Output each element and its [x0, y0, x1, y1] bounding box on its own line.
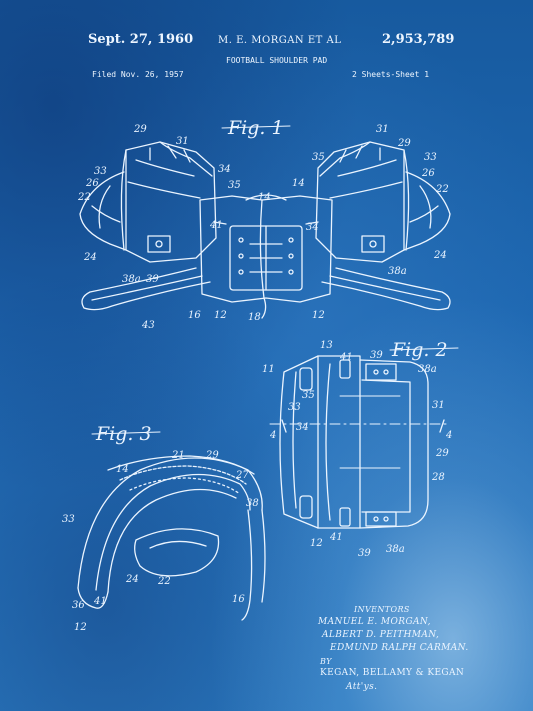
- attorney-firm: KEGAN, BELLAMY & KEGAN: [320, 668, 465, 678]
- fig1-ref-22: 22: [77, 192, 91, 203]
- fig2-ref-31: 31: [432, 400, 445, 411]
- fig1-ref-34: 34: [218, 164, 231, 175]
- fig2-ref-28: 28: [431, 472, 445, 483]
- fig2-ref-33: 33: [288, 402, 301, 413]
- fig2-ref-38a: 38a: [418, 364, 437, 375]
- fig1-ref-12b: 12: [312, 310, 325, 321]
- fig2-ref-12: 12: [310, 538, 323, 549]
- fig1-ref-12: 12: [214, 310, 227, 321]
- fig1-ref-35b: 35: [312, 152, 325, 163]
- patent-title: FOOTBALL SHOULDER PAD: [226, 56, 328, 65]
- fig1-ref-31b: 31: [376, 124, 389, 135]
- fig1-ref-33b: 33: [424, 152, 437, 163]
- figure-3-numbers: 21 29 14 27 33 38 24 22 36 41 12 16: [62, 450, 259, 633]
- fig3-ref-36: 36: [72, 600, 85, 611]
- fig1-ref-31: 31: [176, 136, 189, 147]
- fig2-label: Fig. 2: [391, 339, 448, 361]
- fig3-ref-21: 21: [171, 450, 185, 461]
- fig2-ref-39: 39: [370, 350, 383, 361]
- figure-1-drawing: Fig. 1: [79, 117, 451, 319]
- fig1-ref-16: 16: [188, 310, 201, 321]
- fig2-ref-41: 41: [339, 352, 353, 363]
- fig1-ref-14: 14: [258, 192, 271, 203]
- by-label: BY: [320, 657, 332, 666]
- patent-date: Sept. 27, 1960: [88, 32, 194, 47]
- fig1-ref-26b: 26: [421, 168, 435, 179]
- figure-2-numbers: 13 41 39 38a 11 35 33 4 34 31 4 29 28 12…: [262, 340, 452, 559]
- fig1-ref-29: 29: [133, 124, 147, 135]
- fig3-ref-29: 29: [205, 450, 219, 461]
- fig2-ref-34: 34: [296, 422, 309, 433]
- fig2-ref-41b: 41: [329, 532, 343, 543]
- fig3-ref-16: 16: [232, 594, 245, 605]
- fig3-ref-24: 24: [125, 574, 139, 585]
- fig1-ref-33: 33: [94, 166, 107, 177]
- fig2-ref-11: 11: [262, 364, 275, 375]
- fig1-ref-24: 24: [83, 252, 97, 263]
- fig3-ref-38: 38: [246, 498, 259, 509]
- fig1-ref-39: 39: [146, 274, 159, 285]
- fig2-ref-35: 35: [302, 390, 315, 401]
- fig2-ref-39b: 39: [358, 548, 371, 559]
- sheet-count: 2 Sheets-Sheet 1: [352, 70, 430, 79]
- fig1-ref-18: 18: [248, 312, 261, 323]
- fig2-ref-4-right: 4: [445, 430, 452, 441]
- fig3-ref-22: 22: [157, 576, 171, 587]
- inventor-name-3: EDMUND RALPH CARMAN.: [330, 643, 469, 653]
- fig1-ref-34b: 34: [306, 222, 319, 233]
- fig3-label: Fig. 3: [95, 423, 152, 445]
- fig1-ref-35: 35: [228, 180, 241, 191]
- fig1-label: Fig. 1: [227, 117, 284, 139]
- inventor-name-2: ALBERT D. PEITHMAN,: [322, 630, 440, 640]
- figure-2-drawing: Fig. 2: [269, 339, 459, 529]
- fig1-ref-14b: 14: [292, 178, 305, 189]
- fig2-ref-38a-b: 38a: [386, 544, 405, 555]
- fig3-ref-14: 14: [116, 464, 129, 475]
- inventor-name-1: MANUEL E. MORGAN,: [318, 617, 431, 627]
- fig1-ref-29b: 29: [397, 138, 411, 149]
- figure-1-numbers: 29 31 33 26 22 24 34 35 41 14 14 39 38a …: [77, 124, 449, 331]
- patent-inventors: M. E. MORGAN ET AL: [218, 35, 342, 46]
- fig1-ref-22b: 22: [435, 184, 449, 195]
- fig2-ref-13: 13: [320, 340, 333, 351]
- patent-number: 2,953,789: [382, 32, 455, 47]
- fig1-ref-38a-b: 38a: [388, 266, 407, 277]
- fig3-ref-12: 12: [74, 622, 87, 633]
- fig1-ref-38a: 38a: [122, 274, 141, 285]
- fig3-ref-27: 27: [235, 470, 249, 481]
- fig2-ref-4-left: 4: [269, 430, 276, 441]
- filed-date: Filed Nov. 26, 1957: [92, 70, 184, 79]
- fig3-ref-41: 41: [93, 596, 107, 607]
- fig1-ref-24b: 24: [433, 250, 447, 261]
- inventors-label: INVENTORS: [354, 605, 410, 614]
- fig2-ref-29: 29: [435, 448, 449, 459]
- attorneys-label: Att'ys.: [346, 682, 378, 692]
- fig1-ref-26: 26: [85, 178, 99, 189]
- figure-3-drawing: Fig. 3: [77, 423, 266, 621]
- fig1-ref-41: 41: [209, 220, 223, 231]
- fig1-ref-43: 43: [141, 320, 155, 331]
- fig3-ref-33: 33: [62, 514, 75, 525]
